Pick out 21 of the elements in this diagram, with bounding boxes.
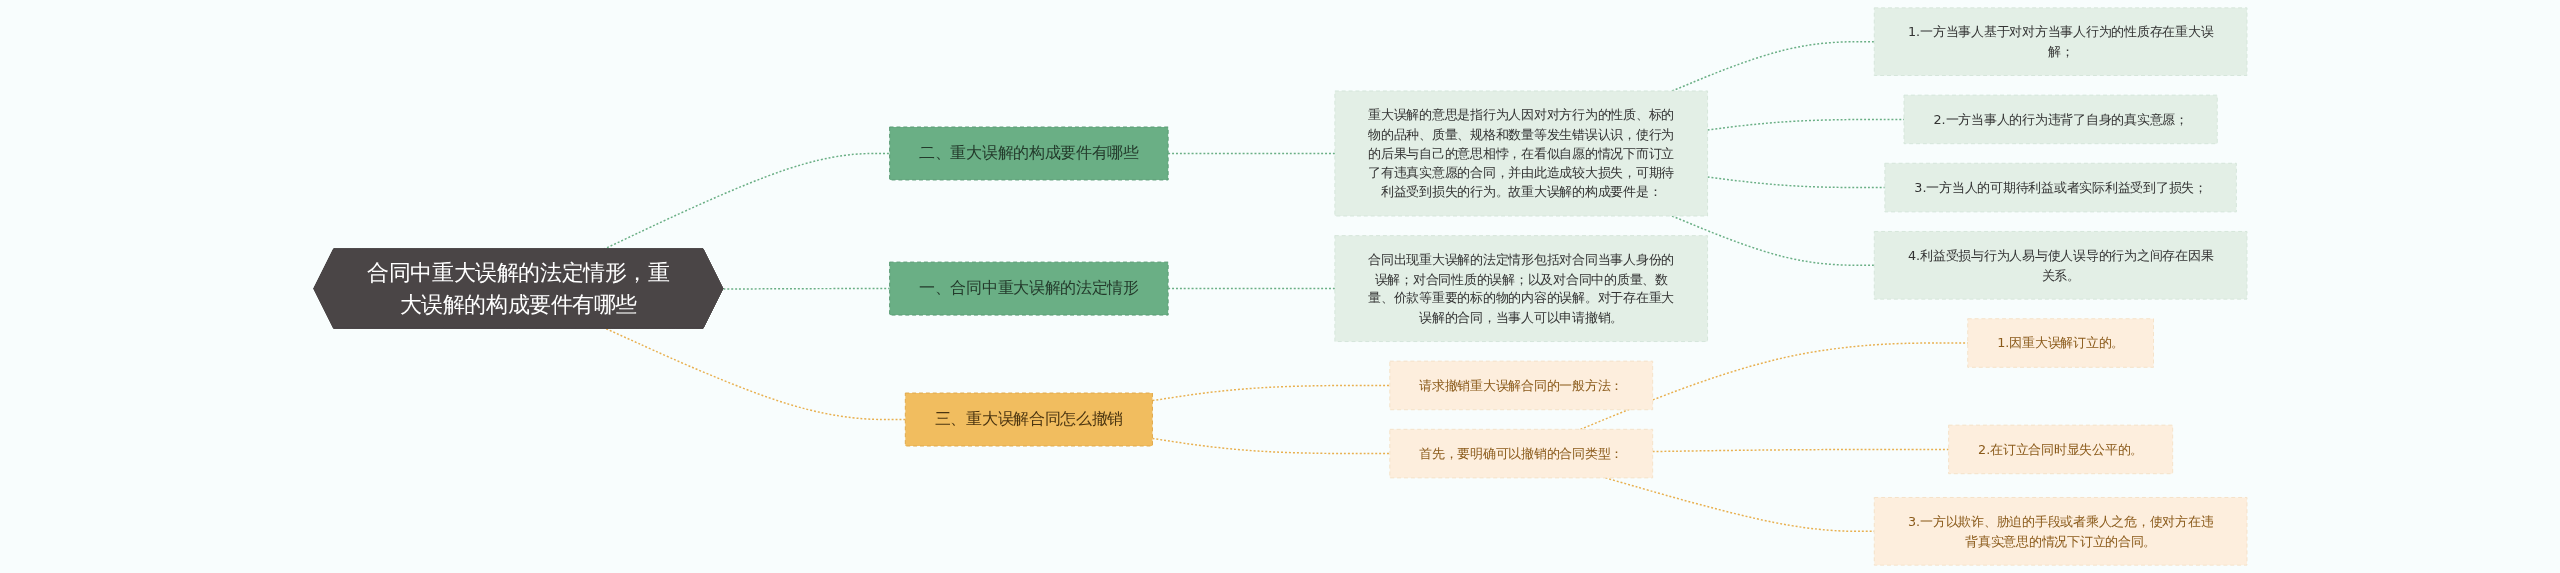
node-box: 2.一方当事人的行为违背了自身的真实意愿； (1903, 94, 2218, 145)
connector (1706, 118, 1905, 131)
connector (1167, 287, 1336, 290)
connector (1151, 437, 1391, 455)
node-box: 合同出现重大误解的法定情形包括对合同当事人身份的误解；对合同性质的误解；以及对合同中的质量、数量、价款等重要的标的物的内容的误解。对于存在重大误解的合同，当事人可以申请撤销。 (1334, 235, 1708, 343)
node-box: 3.一方以欺诈、胁迫的手段或者乘人之危，使对方在违背真实意思的情况下订立的合同。 (1873, 497, 2248, 566)
node-box: 1.因重大误解订立的。 (1966, 318, 2154, 368)
connector (1167, 152, 1336, 155)
node-box: 请求撤销重大误解合同的一般方法： (1388, 360, 1653, 411)
node-box: 4.利益受损与行为人易与使人误导的行为之间存在因果关系。 (1873, 230, 2248, 300)
connector (1151, 384, 1391, 402)
node-box: 二、重大误解的构成要件有哪些 (888, 126, 1169, 181)
node-box: 重大误解的意思是指行为人因对对方行为的性质、标的物的品种、质量、规格和数量等发生错误认识，使行为的后果与自己的意思相悖，在看似自愿的情况下而订立了有违真实意愿的合同，并由此造成较大损失，可期待利益受到损失的行为。故重大误解的构成要件是： (1334, 90, 1708, 217)
node-box: 一、合同中重大误解的法定情形 (888, 261, 1169, 316)
node-box: 3.一方当人的可期待利益或者实际利益受到了损失； (1884, 162, 2237, 213)
node-box: 2.在订立合同时显失公平的。 (1947, 424, 2173, 475)
node-box: 1.一方当事人基于对对方当事人行为的性质存在重大误解； (1873, 7, 2248, 76)
connector (722, 287, 890, 290)
node-box: 首先，要明确可以撤销的合同类型： (1388, 428, 1653, 479)
connector (1651, 448, 1949, 453)
node-box: 三、重大误解合同怎么撤销 (904, 392, 1153, 447)
